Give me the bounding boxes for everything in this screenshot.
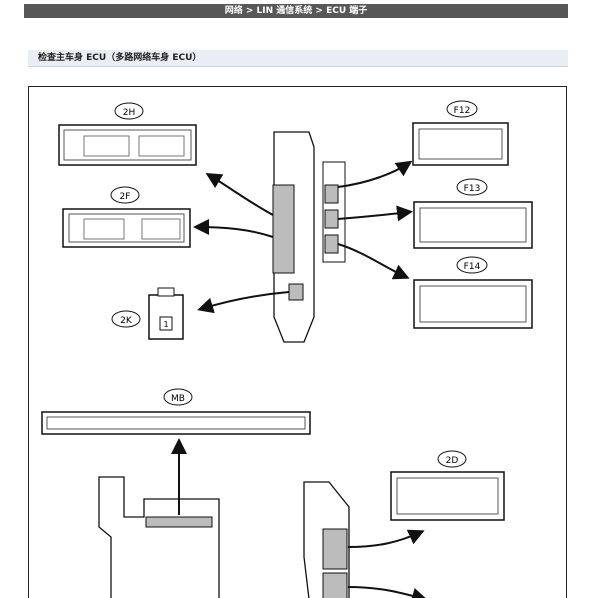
connector-2d: 2D <box>390 450 505 521</box>
connector-f12-label: F12 <box>454 106 471 116</box>
connector-2f: 2F <box>62 186 191 248</box>
connector-2k-pin: 1 <box>163 320 168 329</box>
section-title: 检查主车身 ECU（多路网络车身 ECU） <box>28 50 568 67</box>
lower-left-ecu <box>98 476 220 598</box>
connector-mb-label: MB <box>171 394 185 404</box>
connector-mb: MB <box>41 388 311 435</box>
connector-2h-label: 2H <box>123 108 136 118</box>
breadcrumb: 网络 > LIN 通信系统 > ECU 端子 <box>24 4 568 18</box>
connector-f12: F12 <box>412 100 509 166</box>
body-ecu <box>272 131 346 343</box>
connector-2d-label: 2D <box>446 456 459 466</box>
connector-2h: 2H <box>58 102 197 166</box>
connector-2k-label: 2K <box>120 316 133 326</box>
connection-arrows <box>171 160 428 598</box>
connector-f14: F14 <box>413 256 533 329</box>
connector-f13: F13 <box>413 178 533 249</box>
connector-f13-label: F13 <box>464 184 481 194</box>
connector-2k: 2K 1 <box>111 287 184 340</box>
connector-diagram: 2H 2F 2K 1 F12 <box>28 86 567 598</box>
connector-f14-label: F14 <box>464 262 481 272</box>
lower-right-ecu <box>303 481 350 598</box>
connector-2f-label: 2F <box>120 192 131 202</box>
